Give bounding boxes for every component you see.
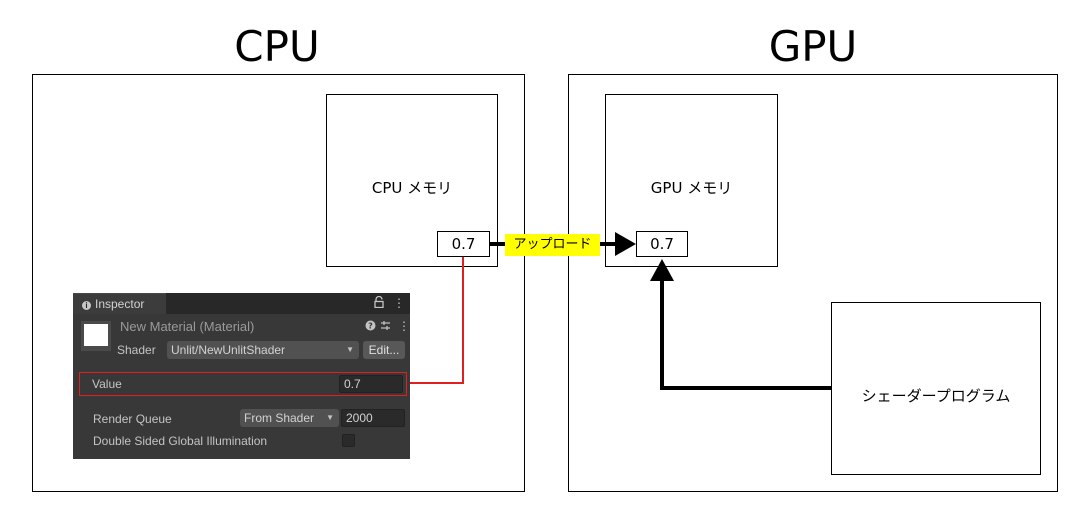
shader-arrow-head <box>650 259 674 281</box>
shader-program-label: シェーダープログラム <box>861 387 1011 405</box>
info-icon: i <box>82 301 91 310</box>
kebab-menu-icon[interactable]: ⋮ <box>393 296 405 310</box>
render-queue-label: Render Queue <box>93 412 172 426</box>
gpu-memory-label: GPU メモリ <box>650 179 733 197</box>
tab-inspector-label: Inspector <box>95 297 145 311</box>
cpu-title: CPU <box>234 22 320 71</box>
double-sided-gi-checkbox[interactable] <box>342 434 355 447</box>
lock-icon[interactable] <box>374 295 384 311</box>
gpu-memory-box: GPU メモリ <box>605 94 778 267</box>
upload-arrow-head <box>615 232 636 256</box>
shader-dropdown-value: Unlit/NewUnlitShader <box>171 343 286 357</box>
value-field[interactable]: 0.7 <box>339 375 403 393</box>
render-queue-dropdown[interactable]: From Shader ▼ <box>240 409 339 427</box>
cpu-memory-label: CPU メモリ <box>371 179 453 197</box>
inspector-panel: i Inspector ⋮ New Material (Material) ? ⋮… <box>73 293 410 459</box>
edit-shader-button[interactable]: Edit... <box>363 341 405 359</box>
gpu-title: GPU <box>768 22 858 71</box>
upload-label: アップロード <box>505 234 600 256</box>
double-sided-gi-label: Double Sided Global Illumination <box>93 434 268 448</box>
tab-inspector[interactable]: i Inspector <box>73 293 166 314</box>
shader-dropdown[interactable]: Unlit/NewUnlitShader ▼ <box>167 341 359 359</box>
render-queue-field[interactable]: 2000 <box>341 409 405 427</box>
shader-arrow-line <box>660 280 831 390</box>
preset-icon[interactable] <box>380 320 391 334</box>
shader-program-box: シェーダープログラム <box>831 302 1041 475</box>
value-property-row: Value 0.7 <box>79 372 407 396</box>
inspector-tab-bar: i Inspector ⋮ <box>73 293 410 314</box>
material-title: New Material (Material) <box>120 319 255 334</box>
chevron-down-icon: ▼ <box>346 345 354 354</box>
cpu-memory-value: 0.7 <box>437 231 490 257</box>
shader-label: Shader <box>117 343 156 357</box>
svg-text:?: ? <box>368 322 373 331</box>
material-preview-thumbnail <box>81 321 111 351</box>
chevron-down-icon: ▼ <box>326 413 334 422</box>
value-link-line <box>409 257 464 384</box>
gpu-memory-value: 0.7 <box>636 231 688 257</box>
help-icon[interactable]: ? <box>365 320 376 334</box>
render-queue-dropdown-value: From Shader <box>244 411 315 425</box>
value-label: Value <box>92 377 122 391</box>
material-menu-icon[interactable]: ⋮ <box>398 319 410 333</box>
